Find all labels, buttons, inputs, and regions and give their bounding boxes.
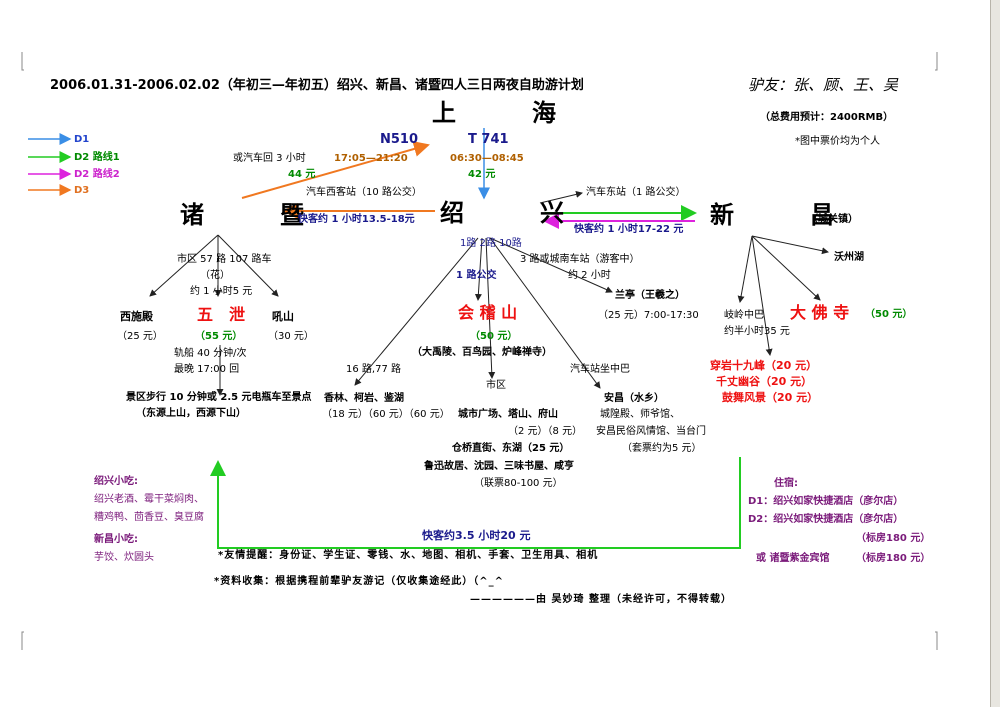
train-t741: T 741 (468, 132, 509, 147)
sx-bus-lines: 1路 2路 10路 (460, 238, 522, 249)
spot-jishan: 吼山 (272, 310, 294, 323)
page-title: 2006.01.31-2006.02.02（年初三—年初五）绍兴、新昌、诸暨四人… (50, 78, 584, 93)
city-shaoxing: 绍 兴 (440, 198, 590, 227)
xinchang-minibus: 岐岭中巴 (724, 310, 764, 321)
wuxie-boat: 轨船 40 分钟/次 (174, 348, 247, 359)
city-center: 市区 (486, 380, 506, 391)
zhuji-bus-note: （花） (200, 270, 230, 281)
spot-xishi-price: （25 元） (117, 331, 163, 342)
crop-mark-top-left (21, 52, 24, 71)
spot-anchang: 安昌（水乡） (604, 393, 664, 404)
arrow-zhuji-shanghai (241, 141, 430, 199)
spot-kenyan: 香林、柯岩、鉴湖 (324, 393, 404, 404)
arrow-return-loop (210, 457, 741, 549)
anchang-bus: 汽车站坐中巴 (570, 364, 630, 375)
sx-xc-time: 快客约 1 小时17-22 元 (574, 224, 684, 235)
return-coach: 快客约3.5 小时20 元 (422, 529, 531, 542)
legend-d2-2: D2 路线2 (74, 169, 120, 180)
xinchang-minibus-time: 约半小时35 元 (724, 326, 790, 337)
spot-wuxie: 五 泄 (197, 305, 246, 324)
anchang-sites-2: 安昌民俗风情馆、当台门 (596, 426, 706, 437)
spot-city: 城市广场、塔山、府山 (458, 409, 558, 420)
stay-d1: D1：绍兴如家快捷酒店（彦尔店） (748, 496, 904, 507)
stay-alt: 或 诸暨紫金宾馆 (756, 553, 830, 564)
sx-zj-time: 快客约 1 小时13.5-18元 (298, 214, 415, 225)
spot-city-price: （2 元）（8 元） (508, 426, 583, 437)
train-n510: N510 (380, 132, 419, 147)
anchang-price: （套票约为5 元） (622, 443, 702, 454)
kuaiji-bus: 1 路公交 (456, 270, 497, 281)
stay-d2: D2：绍兴如家快捷酒店（彦尔店） (748, 514, 904, 525)
lanting-bus: 3 路或城南车站（游客中） (520, 254, 640, 265)
legend-d3: D3 (74, 185, 90, 196)
spot-dafo: 大 佛 寺 (790, 303, 850, 322)
t741-time: 06:30—08:45 (450, 153, 524, 164)
stay-price-2: （标房180 元） (856, 553, 931, 564)
wuxie-direction: （东源上山，西源下山） (136, 408, 246, 419)
legend-d1: D1 (74, 134, 90, 145)
snacks-shaoxing-title: 绍兴小吃: (94, 476, 138, 487)
spot-wozhou: 沃州湖 (834, 252, 864, 263)
city-shanghai: 上 海 (432, 98, 582, 127)
snacks-xinchang: 芋饺、炊圆头 (94, 552, 154, 563)
stay-title: 住宿: (774, 478, 798, 489)
spot-kenyan-price: （18 元）（60 元）（60 元） (322, 409, 450, 420)
spot-gushu: 鼓舞风景（20 元） (722, 391, 819, 404)
crop-mark-bottom-right (935, 631, 938, 650)
snacks-shaoxing-1: 绍兴老酒、霉干菜焖肉、 (94, 494, 204, 505)
data-source: *资料收集：根据携程前辈驴友游记（仅收集途经此）（^_^ (214, 576, 504, 587)
zhuji-bus-time: 约 1 小时5 元 (190, 286, 253, 297)
n510-time: 17:05—21:20 (334, 153, 408, 164)
total-cost: （总费用预计：2400RMB） (760, 112, 894, 123)
spot-xishi: 西施殿 (120, 310, 153, 323)
spot-qianzhang: 千丈幽谷（20 元） (716, 375, 813, 388)
spot-wuxie-price: （55 元） (195, 331, 243, 342)
bus-16-77: 16 路,77 路 (346, 364, 401, 375)
snacks-shaoxing-2: 糟鸡鸭、茴香豆、臭豆腐 (94, 512, 204, 523)
spot-kuaiji-price: （50 元） (470, 331, 518, 342)
vertical-scrollbar[interactable] (990, 0, 1000, 707)
spot-chuanyan: 穿岩十九峰（20 元） (710, 359, 818, 372)
crop-mark-bottom-left (21, 631, 24, 650)
xinchang-note: （城关镇） (808, 214, 858, 225)
t741-price: 42 元 (468, 169, 496, 180)
sx-zj-station: 汽车西客站（10 路公交） (306, 187, 422, 198)
n510-price: 44 元 (288, 169, 316, 180)
n510-alt: 或汽车回 3 小时 (233, 153, 306, 164)
zhuji-bus: 市区 57 路 107 路车 (177, 254, 272, 265)
city-xinchang: 新 昌 (710, 200, 860, 229)
lanting-time: 约 2 小时 (568, 270, 611, 281)
spot-lanting: 兰亭（王羲之） (615, 290, 685, 301)
price-note: *图中票价均为个人 (795, 136, 880, 147)
city-zhuji: 诸 暨 (180, 200, 330, 229)
spot-lanting-price: （25 元）7:00-17:30 (598, 310, 699, 321)
spot-kuaiji: 会 稽 山 (458, 303, 518, 322)
spot-luxun-price: （联票80-100 元） (474, 478, 563, 489)
wuxie-last: 最晚 17:00 回 (174, 364, 240, 375)
stay-price-1: （标房180 元） (856, 533, 931, 544)
wuxie-walk-note: 景区步行 10 分钟或 2.5 元电瓶车至景点 (126, 392, 312, 403)
spot-luxun: 鲁迅故居、沈园、三味书屋、咸亨 (424, 461, 574, 472)
spot-cangqiao: 仓桥直街、东湖（25 元） (452, 443, 570, 454)
legend-d2-1: D2 路线1 (74, 152, 120, 163)
spot-jishan-price: （30 元） (268, 331, 314, 342)
reminder: *友情提醒：身份证、学生证、零钱、水、地图、相机、手套、卫生用具、相机 (218, 550, 599, 561)
crop-mark-top-right (935, 52, 938, 71)
anchang-sites: 城隍殿、师爷馆、 (600, 409, 680, 420)
snacks-xinchang-title: 新昌小吃: (94, 534, 138, 545)
spot-kuaiji-sub: （大禹陵、百鸟园、炉峰禅寺） (412, 347, 552, 358)
spot-dafo-price: （50 元） (865, 309, 913, 320)
travel-companions: 驴友：张、顾、王、吴 (748, 76, 899, 94)
sx-xc-station: 汽车东站（1 路公交） (586, 187, 686, 198)
author-credit: ——————由 吴妙琦 整理（未经许可，不得转载） (470, 594, 732, 605)
